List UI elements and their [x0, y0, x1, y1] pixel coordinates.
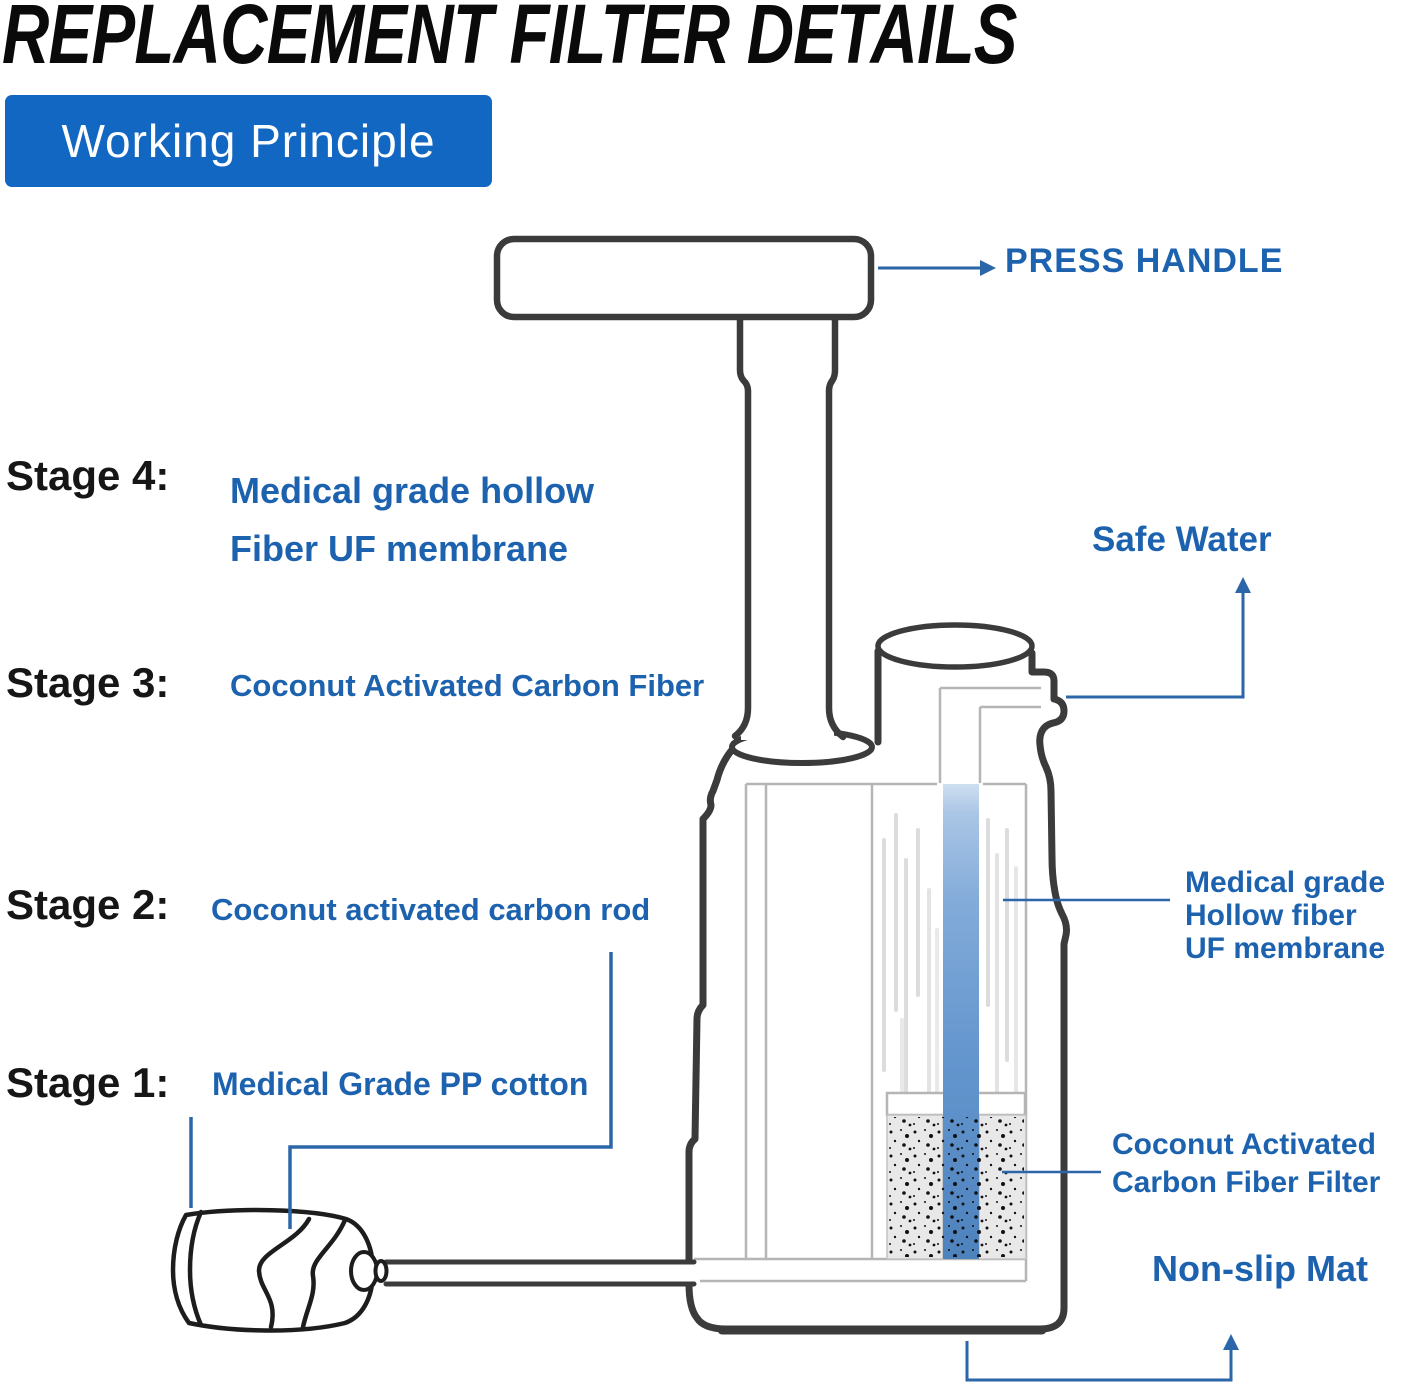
clean-water-cylinder: [874, 622, 1036, 746]
stage-3-description: Coconut Activated Carbon Fiber: [230, 668, 705, 703]
non-slip-mat-arrowhead: [1223, 1334, 1239, 1350]
stage-4-description: Medical grade hollow Fiber UF membrane: [230, 462, 594, 578]
stage-3-label: Stage 3:: [6, 659, 170, 706]
stage-2-description: Coconut activated carbon rod: [211, 892, 651, 927]
working-principle-badge: Working Principle: [5, 95, 492, 187]
stage-4-description-line-1: Medical grade hollow: [230, 470, 595, 511]
prefilter-cartridge: [170, 1207, 389, 1333]
uf-membrane-label: Medical grade Hollow fiber UF membrane: [1185, 866, 1385, 965]
safe-water-label: Safe Water: [1092, 520, 1272, 559]
inner-cartridge-frame: [694, 782, 1028, 1283]
stage-2-label: Stage 2:: [6, 881, 170, 928]
uf-membrane-label-line-3: UF membrane: [1185, 932, 1386, 965]
carbon-filter-label: Coconut Activated Carbon Fiber Filter: [1112, 1126, 1380, 1202]
press-handle: [493, 235, 875, 321]
outlet-tube-inner: [938, 686, 1041, 783]
non-slip-mat-arrow: [965, 1341, 1233, 1382]
carbon-filter-label-line-2: Carbon Fiber Filter: [1112, 1166, 1381, 1199]
stage-4-label: Stage 4:: [6, 452, 170, 499]
inlet-tube: [383, 1259, 700, 1287]
uf-membrane-label-line-2: Hollow fiber: [1185, 899, 1357, 932]
working-principle-label: Working Principle: [61, 115, 436, 167]
safe-water-arrowhead: [1235, 577, 1251, 593]
carbon-filter-label-line-1: Coconut Activated: [1112, 1128, 1376, 1161]
leader-lines: [189, 260, 1251, 1382]
press-handle-arrowhead: [980, 260, 996, 276]
non-slip-mat-label: Non-slip Mat: [1152, 1248, 1368, 1289]
stage2-leader-line: [288, 952, 613, 1229]
page-title: REPLACEMENT FILTER DETAILS: [2, 0, 1017, 81]
press-handle-label: PRESS HANDLE: [1005, 242, 1284, 280]
stage-4-description-line-2: Fiber UF membrane: [230, 528, 569, 569]
uf-membrane-label-line-1: Medical grade: [1185, 866, 1386, 899]
device-body-outline: [685, 668, 1070, 1333]
carbon-speckles: [889, 1117, 1024, 1257]
pump-stem: [731, 310, 847, 741]
safe-water-arrow: [1066, 592, 1245, 699]
stage-1-label: Stage 1:: [6, 1059, 170, 1106]
stage-1-description: Medical Grade PP cotton: [212, 1066, 589, 1102]
